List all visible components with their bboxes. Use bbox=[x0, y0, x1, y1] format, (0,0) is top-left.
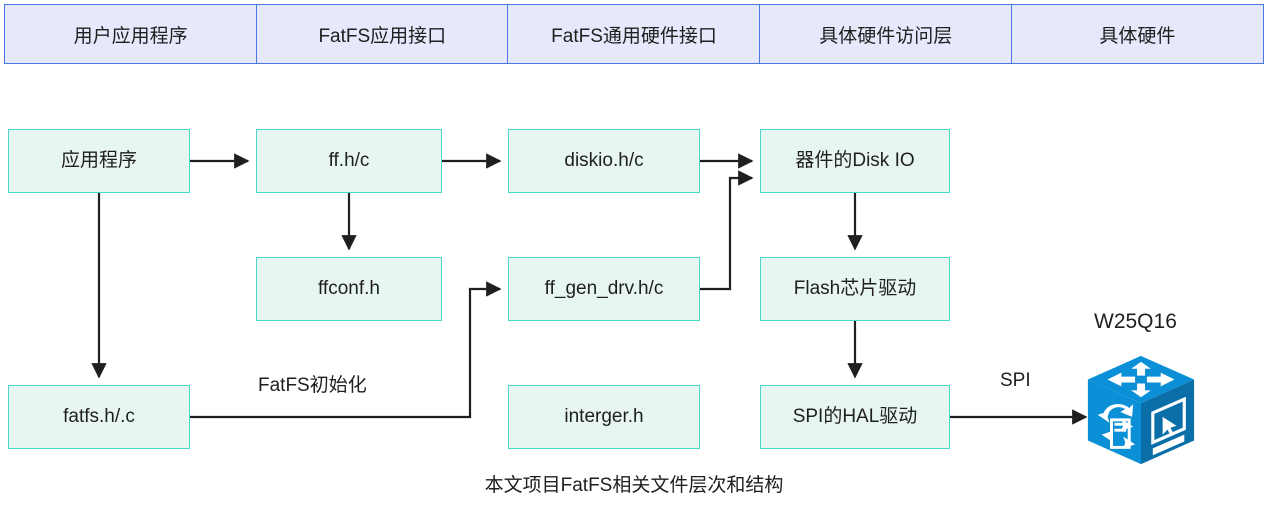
node-interger-h[interactable]: interger.h bbox=[508, 385, 700, 449]
node-label: ff.h/c bbox=[328, 149, 370, 171]
header-column-user-app: 用户应用程序 bbox=[4, 4, 258, 64]
node-label: SPI的HAL驱动 bbox=[792, 405, 918, 427]
node-app[interactable]: 应用程序 bbox=[8, 129, 190, 193]
header-column-label: 具体硬件 bbox=[1099, 25, 1176, 47]
node-label: diskio.h/c bbox=[564, 149, 644, 171]
header-column-fatfs-hw-api: FatFS通用硬件接口 bbox=[507, 4, 761, 64]
header-column-label: 用户应用程序 bbox=[73, 25, 188, 47]
node-flash-chip-driver[interactable]: Flash芯片驱动 bbox=[760, 257, 950, 321]
node-label: ff_gen_drv.h/c bbox=[544, 277, 664, 299]
node-label: 应用程序 bbox=[60, 149, 137, 171]
header-column-hw-access: 具体硬件访问层 bbox=[759, 4, 1013, 64]
node-label: 器件的Disk IO bbox=[795, 149, 915, 171]
chip-label-w25q16: W25Q16 bbox=[1094, 310, 1177, 333]
layer-header-band: 用户应用程序 FatFS应用接口 FatFS通用硬件接口 具体硬件访问层 具体硬… bbox=[4, 4, 1265, 64]
node-label: Flash芯片驱动 bbox=[793, 277, 917, 299]
node-spi-hal-driver[interactable]: SPI的HAL驱动 bbox=[760, 385, 950, 449]
node-ff-gen-drv-h-c[interactable]: ff_gen_drv.h/c bbox=[508, 257, 700, 321]
node-diskio-h-c[interactable]: diskio.h/c bbox=[508, 129, 700, 193]
edge-ffgendrv-to-diskio-dev bbox=[700, 170, 754, 291]
header-column-label: 具体硬件访问层 bbox=[819, 25, 953, 47]
header-column-hardware: 具体硬件 bbox=[1010, 4, 1265, 64]
node-label: interger.h bbox=[564, 405, 644, 427]
cube-switch-icon bbox=[1087, 355, 1195, 465]
diagram-caption: 本文项目FatFS相关文件层次和结构 bbox=[484, 475, 784, 496]
edge-label-fatfs-init: FatFS初始化 bbox=[258, 375, 367, 396]
edge-label-spi: SPI bbox=[1000, 370, 1031, 391]
node-label: ffconf.h bbox=[318, 277, 380, 299]
node-ff-h-c[interactable]: ff.h/c bbox=[256, 129, 442, 193]
header-column-label: FatFS通用硬件接口 bbox=[551, 25, 717, 47]
node-device-disk-io[interactable]: 器件的Disk IO bbox=[760, 129, 950, 193]
node-fatfs-h-c[interactable]: fatfs.h/.c bbox=[8, 385, 190, 449]
node-ffconf-h[interactable]: ffconf.h bbox=[256, 257, 442, 321]
header-column-fatfs-api: FatFS应用接口 bbox=[255, 4, 509, 64]
header-column-label: FatFS应用接口 bbox=[318, 25, 447, 47]
node-label: fatfs.h/.c bbox=[63, 405, 135, 427]
